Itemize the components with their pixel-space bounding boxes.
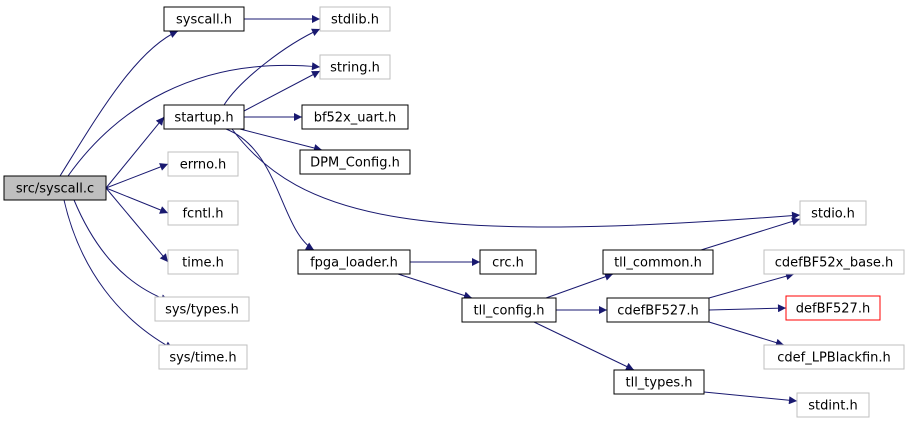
node-box	[763, 249, 905, 275]
edge-cdefbf527-h-to-cdef-lpblackfin-h	[708, 321, 785, 347]
edge-cdefbf527-h-to-cdefbf52x-base-h	[708, 272, 795, 299]
node-tll-common-h[interactable]: tll_common.h	[602, 249, 714, 275]
node-label: stdio.h	[811, 207, 855, 222]
node-label: sys/time.h	[169, 351, 236, 366]
node-label: crc.h	[492, 256, 524, 271]
node-stdint-h: stdint.h	[796, 392, 870, 418]
node-fcntl-h: fcntl.h	[167, 200, 239, 226]
node-box	[167, 249, 239, 275]
node-defbf527-h: defBF527.h	[785, 295, 881, 321]
node-stdlib-h: stdlib.h	[319, 6, 391, 32]
node-label: tll_types.h	[625, 376, 692, 391]
node-string-h: string.h	[319, 54, 391, 80]
node-label: time.h	[182, 256, 224, 271]
node-box	[479, 249, 537, 275]
nodes-layer: src/syscall.c syscall.h stdlib.h string.h st…	[3, 6, 905, 418]
node-box	[319, 6, 391, 32]
edge-startup-h-to-dpm-config-h	[239, 128, 323, 152]
node-tll-types-h[interactable]: tll_types.h	[613, 369, 705, 395]
node-startup-h[interactable]: startup.h	[163, 104, 245, 130]
node-label: defBF527.h	[796, 302, 870, 317]
node-label: tll_config.h	[474, 304, 545, 319]
node-box	[301, 104, 409, 130]
node-box	[163, 6, 245, 32]
node-box	[154, 296, 250, 322]
edges-layer	[59, 15, 801, 405]
node-box	[297, 249, 411, 275]
node-stdio-h: stdio.h	[799, 200, 867, 226]
node-box	[319, 54, 391, 80]
node-box	[785, 295, 881, 321]
node-label: startup.h	[174, 111, 233, 126]
node-dpm-config-h[interactable]: DPM_Config.h	[299, 149, 411, 175]
node-box	[613, 369, 705, 395]
node-label: fpga_loader.h	[310, 256, 398, 271]
edge-cdefbf527-h-to-defbf527-h	[708, 304, 787, 313]
edge-startup-h-to-string-h	[243, 70, 321, 112]
node-box	[158, 344, 248, 370]
node-label: tll_common.h	[614, 256, 702, 271]
node-box	[796, 392, 870, 418]
node-label: bf52x_uart.h	[314, 111, 397, 126]
edge-syscall-c-to-syscall-h	[59, 30, 179, 177]
edge-syscall-c-to-time-h	[105, 187, 169, 263]
edge-syscall-c-to-fcntl-h	[105, 187, 169, 214]
node-label: cdef_LPBlackfin.h	[777, 351, 891, 366]
node-box	[167, 200, 239, 226]
node-syscall-h[interactable]: syscall.h	[163, 6, 245, 32]
node-syscall-c[interactable]: src/syscall.c	[3, 175, 107, 201]
node-box	[461, 297, 557, 323]
node-sys-types-h: sys/types.h	[154, 296, 250, 322]
edge-syscall-c-to-sys-types-h	[73, 199, 170, 303]
node-label: fcntl.h	[182, 207, 223, 222]
edge-tll-common-h-to-stdio-h	[700, 217, 801, 251]
node-time-h: time.h	[167, 249, 239, 275]
edge-syscall-c-to-sys-time-h	[63, 199, 174, 350]
edge-startup-h-to-stdio-h	[231, 128, 801, 228]
node-tll-config-h[interactable]: tll_config.h	[461, 297, 557, 323]
node-box	[606, 297, 710, 323]
node-box	[602, 249, 714, 275]
node-label: string.h	[330, 61, 380, 76]
edge-syscall-c-to-startup-h	[105, 116, 165, 189]
edge-startup-h-to-stdlib-h	[223, 28, 321, 106]
node-cdef-lpblackfin-h: cdef_LPBlackfin.h	[763, 344, 905, 370]
node-label: cdefBF52x_base.h	[775, 256, 893, 271]
node-sys-time-h: sys/time.h	[158, 344, 248, 370]
node-box	[163, 104, 245, 130]
node-errno-h: errno.h	[167, 151, 239, 177]
node-bf52x-uart-h[interactable]: bf52x_uart.h	[301, 104, 409, 130]
edge-syscall-c-to-errno-h	[105, 163, 169, 189]
edge-fpga-loader-h-to-tll-config-h	[397, 273, 473, 300]
edge-tll-types-h-to-stdint-h	[703, 391, 798, 405]
edge-tll-config-h-to-tll-types-h	[533, 321, 635, 371]
edge-startup-h-to-fpga-loader-h	[225, 128, 315, 251]
node-label: sys/types.h	[165, 303, 239, 318]
node-crc-h[interactable]: crc.h	[479, 249, 537, 275]
edge-tll-config-h-to-tll-common-h	[545, 272, 614, 299]
node-cdefbf527-h[interactable]: cdefBF527.h	[606, 297, 710, 323]
node-label: syscall.h	[176, 13, 232, 28]
node-label: DPM_Config.h	[310, 156, 400, 171]
node-label: cdefBF527.h	[617, 304, 699, 319]
node-label: errno.h	[180, 158, 227, 173]
node-box	[3, 175, 107, 201]
node-box	[763, 344, 905, 370]
node-label: src/syscall.c	[16, 182, 94, 197]
node-label: stdlib.h	[331, 13, 379, 28]
node-cdefbf52x-base-h: cdefBF52x_base.h	[763, 249, 905, 275]
node-fpga-loader-h[interactable]: fpga_loader.h	[297, 249, 411, 275]
node-box	[167, 151, 239, 177]
node-box	[299, 149, 411, 175]
node-label: stdint.h	[808, 399, 857, 414]
node-box	[799, 200, 867, 226]
edge-syscall-c-to-string-h	[67, 62, 321, 177]
